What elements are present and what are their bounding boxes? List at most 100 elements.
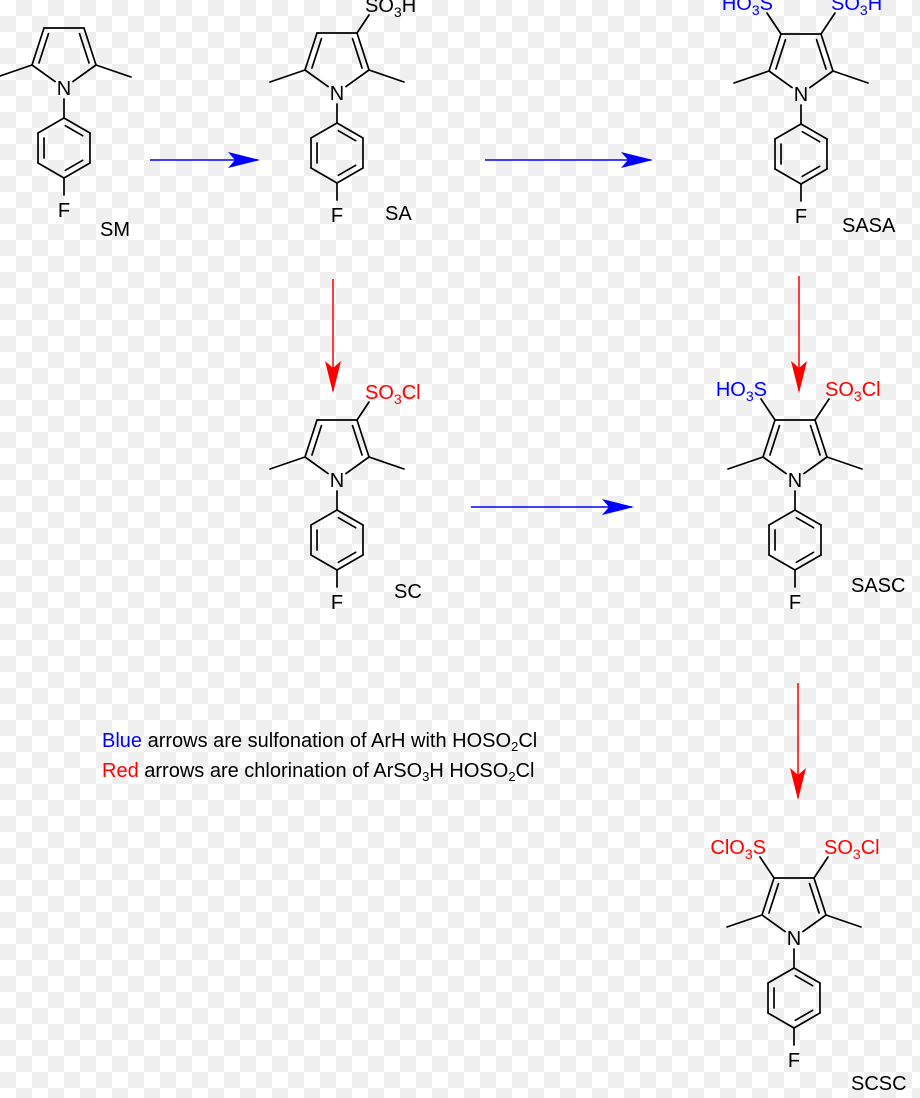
double-bond <box>337 516 357 529</box>
methyl-bond <box>832 70 869 84</box>
substituent-left-clo3s: ClO3S <box>710 837 766 862</box>
methyl-bond <box>825 914 862 928</box>
fluorine-atom: F <box>789 592 801 614</box>
pyrrole-bond <box>802 914 827 933</box>
pyrrole-bond <box>356 32 370 71</box>
substituent-bond <box>813 856 829 879</box>
compound-label-sasc: SASC <box>851 575 905 597</box>
legend-red-word: Red <box>102 760 139 782</box>
benzene-bond <box>336 554 364 571</box>
compound-label-sc: SC <box>394 581 422 603</box>
substituent-bond <box>356 401 370 421</box>
pyrrole-bond <box>83 27 97 66</box>
legend-red-subscript-1: 3 <box>422 769 430 784</box>
methyl-bond <box>0 64 33 77</box>
legend-red-text: arrows are chlorination of ArSO <box>138 760 423 782</box>
substituent-right-so3cl: SO3Cl <box>825 379 881 404</box>
benzene-bond <box>63 117 91 134</box>
pyrrole-bond <box>761 877 775 916</box>
nitrogen-atom: N <box>794 84 808 106</box>
double-bond <box>38 32 50 64</box>
double-bond <box>801 165 821 178</box>
legend-red-subscript-2: 2 <box>508 769 516 784</box>
compound-label-sm: SM <box>100 219 130 241</box>
double-bond <box>768 882 780 914</box>
pyrrole-bond <box>820 33 834 72</box>
substituent-bond <box>814 398 830 421</box>
methyl-bond <box>727 456 764 470</box>
molecule-sm: N F SM <box>0 27 132 241</box>
pyrrole-bond <box>345 69 370 88</box>
methyl-bond <box>726 914 763 928</box>
nitrogen-atom: N <box>788 470 802 492</box>
double-bond <box>337 129 357 142</box>
methyl-bond <box>95 64 132 78</box>
legend-blue-word: Blue <box>102 730 143 752</box>
pyrrole-bond <box>304 456 329 475</box>
legend: Blue arrows are sulfonation of ArH with … <box>102 726 537 786</box>
substituent-right-so3h: SO3H <box>365 0 416 20</box>
legend-red-text-end: Cl <box>515 760 535 782</box>
substituent-bond <box>766 12 782 35</box>
compound-label-sasa: SASA <box>842 215 896 237</box>
fluorine-atom: F <box>331 205 343 227</box>
benzene-bond <box>336 509 364 526</box>
nitrogen-atom: N <box>57 78 71 100</box>
pyrrole-bond <box>762 456 787 475</box>
benzene-bond <box>37 162 65 179</box>
pyrrole-bond <box>814 419 828 458</box>
pyrrole-bond <box>768 33 782 72</box>
fluorine-atom: F <box>58 200 70 222</box>
substituent-bond <box>760 398 776 421</box>
double-bond <box>795 516 815 529</box>
pyrrole-bond <box>72 64 97 83</box>
double-bond <box>351 37 363 69</box>
pyrrole-bond <box>813 877 827 916</box>
pyrrole-bond <box>304 32 318 71</box>
substituent-bond <box>759 856 775 879</box>
benzene-bond <box>310 167 338 184</box>
substituent-right-so3cl: SO3Cl <box>824 837 880 862</box>
benzene-bond <box>774 123 802 140</box>
nitrogen-atom: N <box>787 928 801 950</box>
substituent-left-ho3s: HO3S <box>722 0 773 18</box>
double-bond <box>775 38 787 70</box>
benzene-bond <box>310 122 338 139</box>
benzene-bond <box>793 967 821 984</box>
legend-line-red: Red arrows are chlorination of ArSO3H HO… <box>102 756 537 786</box>
pyrrole-bond <box>31 64 56 83</box>
double-bond <box>64 124 84 137</box>
benzene-bond <box>336 167 364 184</box>
benzene-bond <box>310 554 338 571</box>
benzene-bond <box>37 117 65 134</box>
double-bond <box>815 38 827 70</box>
double-bond <box>337 164 357 177</box>
double-bond <box>311 37 323 69</box>
benzene-bond <box>768 509 796 526</box>
pyrrole-bond <box>761 914 786 933</box>
benzene-bond <box>336 122 364 139</box>
double-bond <box>808 882 820 914</box>
benzene-bond <box>767 1012 795 1029</box>
benzene-bond <box>63 162 91 179</box>
fluorine-atom: F <box>795 206 807 228</box>
legend-line-blue: Blue arrows are sulfonation of ArH with … <box>102 726 537 756</box>
legend-blue-subscript: 2 <box>511 739 519 754</box>
benzene-bond <box>794 554 822 571</box>
double-bond <box>794 1009 814 1022</box>
methyl-bond <box>368 456 405 470</box>
double-bond <box>78 32 90 64</box>
substituent-right-so3h: SO3H <box>831 0 882 18</box>
benzene-bond <box>310 509 338 526</box>
benzene-bond <box>794 509 822 526</box>
pyrrole-bond <box>762 419 776 458</box>
nitrogen-atom: N <box>330 83 344 105</box>
benzene-bond <box>793 1012 821 1029</box>
methyl-bond <box>368 69 405 83</box>
double-bond <box>351 424 363 456</box>
compound-label-scsc: SCSC <box>851 1073 907 1095</box>
pyrrole-bond <box>356 419 370 458</box>
benzene-bond <box>768 554 796 571</box>
